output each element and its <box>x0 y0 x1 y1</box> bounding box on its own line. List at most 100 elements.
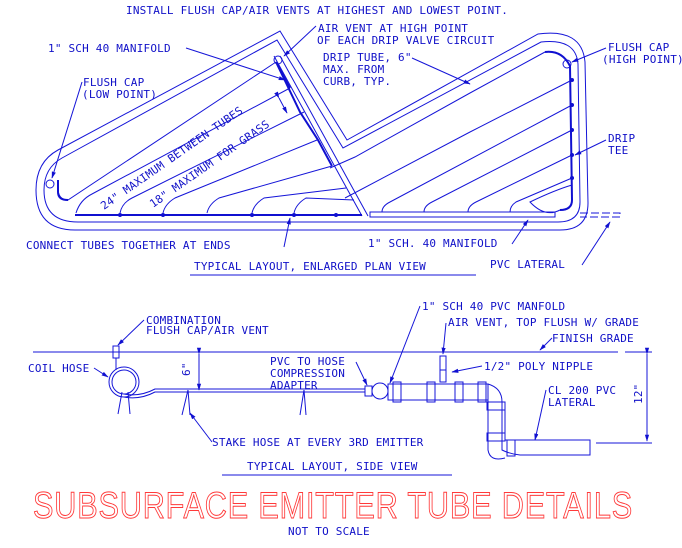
diagonal-manifold <box>273 55 363 217</box>
air-vent-side-label: AIR VENT, TOP FLUSH W/ GRADE <box>448 316 639 329</box>
tee-dot <box>118 213 122 217</box>
flush-cap-high-symbol <box>562 59 572 69</box>
drip-tube <box>344 79 573 199</box>
adapter-label-1: PVC TO HOSE <box>270 355 345 368</box>
adapter-label-3: ADAPTER <box>270 379 318 392</box>
tee-dot <box>161 213 165 217</box>
left-header <box>275 61 333 167</box>
manifold-bottom-label: 1" SCH. 40 MANIFOLD <box>368 237 498 250</box>
pvc-elbow-riser <box>487 383 591 460</box>
tee-dot <box>570 103 574 107</box>
plan-view-caption: TYPICAL LAYOUT, ENLARGED PLAN VIEW <box>194 260 426 273</box>
coupling <box>454 381 464 403</box>
pvc-fitting <box>371 382 389 400</box>
coil-hose-inner <box>111 369 137 395</box>
drip-hose <box>123 391 365 399</box>
curb-inner <box>43 39 581 223</box>
side-view: 6" 12" COMBINATION FLUSH CAP/AIR VENT CO… <box>28 300 652 476</box>
plan-view: INSTALL FLUSH CAP/AIR VENTS AT HIGHEST A… <box>26 4 682 276</box>
stake-hose-label: STAKE HOSE AT EVERY 3RD EMITTER <box>212 436 424 449</box>
manifold-bottom-leader <box>511 219 529 245</box>
drip-hose-edge <box>123 388 365 396</box>
pvc-lateral-leader <box>581 221 611 266</box>
flush-cap-low-label-1: FLUSH CAP <box>83 76 145 89</box>
compression-adapter <box>364 385 373 397</box>
drip-tube <box>293 197 355 214</box>
drip-tubes-right <box>329 50 574 214</box>
tee-dot <box>292 213 296 217</box>
drip-tubes-left <box>45 61 355 217</box>
top-note: INSTALL FLUSH CAP/AIR VENTS AT HIGHEST A… <box>126 4 508 17</box>
flush-cap-high-label-2: (HIGH POINT) <box>602 53 682 66</box>
tee-dot <box>570 153 574 157</box>
air-vent-leader <box>283 25 317 57</box>
bottom-manifold-pipe <box>369 211 556 218</box>
coupling <box>486 432 506 442</box>
coupling <box>506 439 516 457</box>
coupling <box>392 381 402 403</box>
tee-dot <box>250 213 254 217</box>
stake <box>299 389 307 416</box>
tee-dot <box>570 128 574 132</box>
tee-dot <box>334 213 338 217</box>
flush-cap-low-symbol <box>45 179 55 189</box>
tee-dot <box>570 176 574 180</box>
combo-label-2: FLUSH CAP/AIR VENT <box>146 324 269 337</box>
stake <box>181 389 191 416</box>
manifold-top-leader <box>185 47 286 81</box>
pvc-manifold-leader <box>389 305 421 384</box>
connect-tubes-label: CONNECT TUBES TOGETHER AT ENDS <box>26 239 231 252</box>
drip-tee-label-2: TEE <box>608 144 628 157</box>
drip-tube-label-1: DRIP TUBE, 6" <box>323 51 412 64</box>
right-header <box>544 50 574 211</box>
flush-cap-low-label-2: (LOW POINT) <box>82 88 157 101</box>
coupling <box>477 381 487 403</box>
finish-grade-label: FINISH GRADE <box>552 332 634 345</box>
drip-tube <box>329 51 546 169</box>
adapter-leader <box>355 361 368 386</box>
drip-tube <box>162 139 318 214</box>
poly-nipple-label: 1/2" POLY NIPPLE <box>484 360 593 373</box>
drip-tube <box>119 111 305 214</box>
drip-tube <box>423 129 573 213</box>
drawing-title: SUBSURFACE EMITTER TUBE DETAILS <box>33 485 633 526</box>
diagonal-manifold-edge <box>279 55 369 217</box>
connect-tubes-leader <box>283 217 291 248</box>
stake-hose-leader <box>189 412 213 443</box>
coil-hose-leader <box>93 367 109 378</box>
coupling <box>426 381 436 403</box>
poly-nipple <box>439 369 447 383</box>
drip-tube <box>251 187 347 214</box>
flush-cap-high-label-1: FLUSH CAP <box>608 41 670 54</box>
manifold-top-label: 1" SCH 40 MANIFOLD <box>48 42 171 55</box>
side-view-caption: TYPICAL LAYOUT, SIDE VIEW <box>247 460 418 473</box>
combo-label-1: COMBINATION <box>146 314 221 327</box>
drip-tube <box>75 87 291 214</box>
drip-tube-leader <box>411 57 471 85</box>
low-point-header <box>57 180 69 201</box>
dim-6-label: 6" <box>180 362 193 376</box>
drip-tube <box>381 104 573 213</box>
drip-tube-label-3: CURB, TYP. <box>323 75 391 88</box>
air-vent-side-leader <box>441 322 447 355</box>
pvc-lateral-label: PVC LATERAL <box>490 258 565 271</box>
drip-tube-label-2: MAX. FROM <box>323 63 385 76</box>
pvc-manifold-label: 1" SCH 40 PVC MANFOLD <box>422 300 565 313</box>
lateral-label-1: CL 200 PVC <box>548 384 616 397</box>
poly-nipple-leader <box>451 365 483 373</box>
tee-dot <box>570 78 574 82</box>
drip-tee-leader <box>574 139 607 156</box>
air-vent-fitting <box>439 355 447 371</box>
spacing-dimension <box>274 91 288 114</box>
combo-leader <box>117 319 145 346</box>
pvc-manifold-pipe <box>387 383 489 401</box>
drip-tube <box>509 177 573 213</box>
not-to-scale-note: NOT TO SCALE <box>288 525 370 538</box>
drip-tube <box>467 154 573 213</box>
flush-cap-high-leader <box>571 47 607 63</box>
coil-hose-label: COIL HOSE <box>28 362 89 375</box>
stake <box>117 391 131 415</box>
curb-outer <box>35 30 589 231</box>
lateral-leader <box>534 389 547 441</box>
